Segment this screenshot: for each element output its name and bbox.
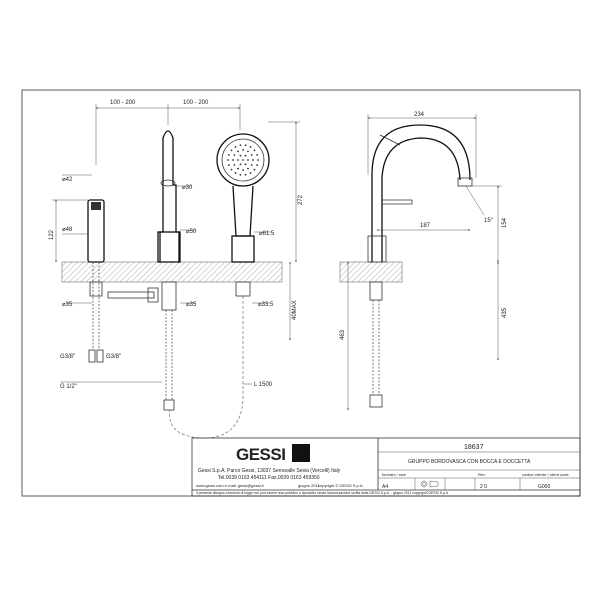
shower-nozzle (233, 154, 236, 156)
shower-nozzle (244, 154, 247, 157)
shower-nozzle (249, 146, 252, 148)
shower-holder (231, 235, 255, 263)
shower-nozzle (247, 150, 249, 153)
dim-d33-5: ⌀33.5 (258, 302, 274, 308)
drawing-copyright: copyright © GESSI S.p.A. (318, 483, 364, 488)
shower-nozzle (239, 173, 242, 176)
dim-h122: 122 (49, 229, 55, 240)
shower-nozzle (237, 167, 239, 170)
dim-g12: G 1/2" (60, 384, 77, 390)
dim-d30: ⌀30 (182, 185, 193, 191)
shower-nozzle (228, 164, 230, 167)
dim-h463: 463 (340, 329, 346, 340)
side-spout-outer (371, 124, 471, 262)
shower-nozzles (227, 144, 259, 176)
client-code-value: G000 (538, 484, 550, 490)
spout-shank (161, 281, 177, 311)
shower-nozzle (242, 159, 244, 161)
shower-nozzle (230, 149, 233, 152)
shower-nozzle (230, 168, 233, 171)
dim-spacing-right: 100 - 200 (183, 100, 209, 106)
shower-nozzle (239, 154, 242, 157)
format-value: A4 (382, 484, 388, 490)
dim-h40max: 40MAX (292, 300, 298, 320)
dim-w234: 234 (414, 112, 425, 118)
dim-l1500: L 1500 (254, 382, 273, 388)
company-web: www.gessi.com e-mail: gessi@gessi.it (196, 483, 265, 488)
side-view: 234 187 15° 154 435 463 (339, 112, 508, 411)
shower-nozzle (257, 159, 259, 161)
shower-hose-loop (169, 296, 244, 439)
mixer-handle (91, 202, 101, 210)
format-label: formato / size (382, 472, 407, 477)
dim-d48: ⌀48 (62, 227, 73, 233)
dim-h154: 154 (502, 217, 508, 228)
dim-h272: 272 (298, 194, 304, 205)
spout-body (159, 130, 180, 262)
shower-nozzle (233, 164, 236, 166)
legal-notice: Il presente disegno a termine di legge n… (196, 491, 449, 495)
shower-nozzle (252, 159, 254, 161)
product-code: 18637 (464, 444, 484, 451)
shower-nozzle (253, 149, 256, 152)
connection-pipe (107, 291, 155, 299)
shower-nozzle (256, 164, 258, 167)
title-block: GESSI Gessi S.p.A. Parco Gessi, 13037 Se… (191, 437, 581, 497)
dim-h435: 435 (502, 307, 508, 318)
dim-d42: ⌀42 (62, 177, 73, 183)
product-description: GRUPPO BORDOVASCA CON BOCCA E DOCCETTA (408, 459, 531, 465)
spout-base (157, 231, 181, 263)
shower-nozzle (244, 144, 247, 147)
dim-d61-5: ⌀61.5 (259, 231, 275, 237)
shower-nozzle (234, 172, 237, 174)
side-lever (382, 199, 413, 205)
shower-nozzle (253, 168, 256, 171)
mixer-body (87, 199, 105, 263)
shower-nozzle (239, 163, 242, 166)
dim-d35-mid: ⌀35 (186, 302, 197, 308)
company-address: Gessi S.p.A. Parco Gessi, 13037 Serraval… (198, 468, 341, 474)
shower-nozzle (228, 153, 230, 156)
shower-nozzle (250, 164, 253, 166)
mixer-shank (89, 281, 103, 297)
projection-symbol-icon (420, 480, 428, 488)
shower-nozzle (247, 167, 249, 170)
hand-shower-handle (232, 185, 254, 237)
shower-nozzle (242, 149, 244, 151)
dim-g38-right: G3/8" (106, 354, 121, 360)
client-code-label: codice cliente / client code (522, 472, 569, 477)
dim-angle15: 15° (484, 218, 494, 224)
shower-nozzle (244, 163, 247, 166)
shower-shank (235, 281, 251, 297)
front-view: 100 - 200 100 - 200 ⌀42 ⌀48 122 ⌀30 ⌀50 … (49, 100, 304, 439)
shower-nozzle (237, 150, 239, 153)
side-countertop-section (339, 261, 403, 283)
company-contacts: Tel.0039 0163 454111 Fax.0039 0163 45935… (218, 475, 320, 481)
rev-value: 2 0 (480, 484, 487, 490)
shower-nozzle (227, 159, 229, 161)
shower-nozzle (242, 169, 244, 171)
drawing-frame (21, 89, 581, 497)
shower-nozzle (237, 159, 239, 161)
shower-nozzle (247, 159, 249, 161)
shower-nozzle (250, 154, 253, 156)
shower-nozzle (234, 146, 237, 148)
shower-nozzle (249, 172, 252, 174)
dim-g38-left: G3/8" (60, 354, 75, 360)
drawing-date: giugno 2011 (298, 483, 321, 488)
rev-label: Rev (478, 472, 485, 477)
dim-spacing-left: 100 - 200 (110, 100, 136, 106)
shower-nozzle (239, 144, 242, 147)
gessi-logo: GESSI (236, 445, 285, 464)
hand-shower-head (216, 133, 270, 187)
shower-nozzle (244, 173, 247, 176)
dim-d50: ⌀50 (186, 229, 197, 235)
dim-w187: 187 (420, 223, 431, 229)
dim-d35-left: ⌀35 (62, 302, 73, 308)
shower-nozzle (256, 153, 258, 156)
countertop-section (61, 261, 283, 283)
shower-nozzle (232, 159, 234, 161)
